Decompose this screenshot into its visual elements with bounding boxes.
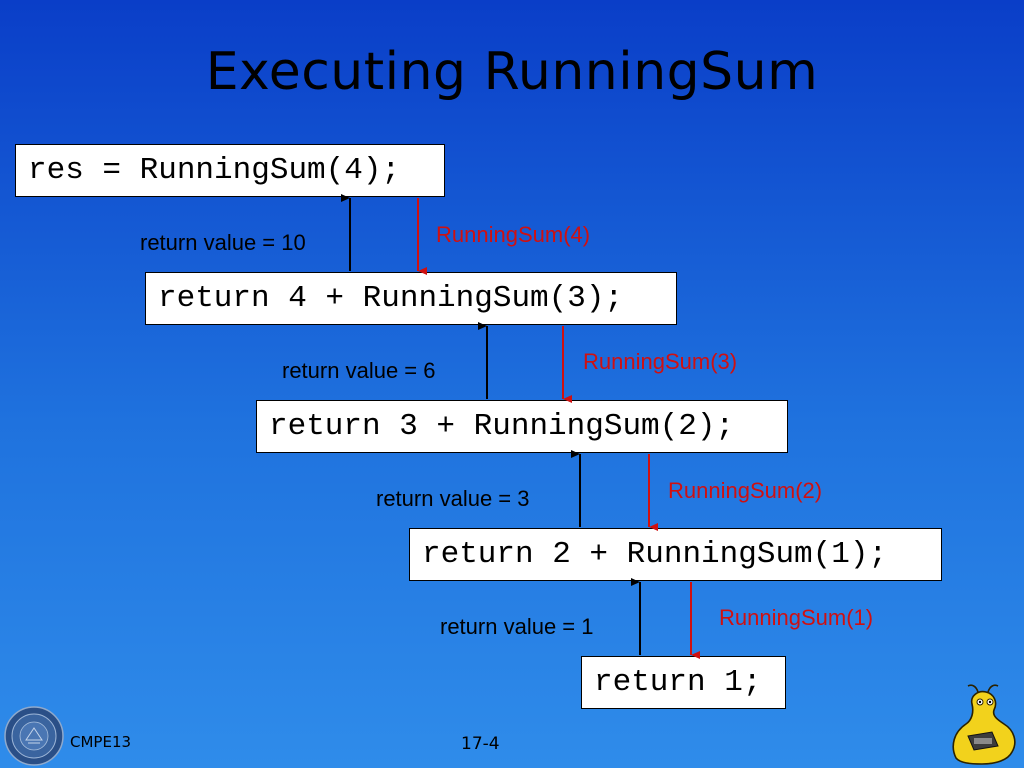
code-line: return 3 + RunningSum(2); <box>269 409 735 444</box>
code-box-level-3: return 3 + RunningSum(2); <box>256 400 788 453</box>
page-number: 17-4 <box>461 734 500 754</box>
code-box-level-1: return 1; <box>581 656 786 709</box>
code-line: res = RunningSum(4); <box>28 153 401 188</box>
return-label: return value = 10 <box>140 230 306 255</box>
call-label: RunningSum(1) <box>719 605 874 630</box>
slide-title: Executing RunningSum <box>205 42 819 102</box>
code-line: return 4 + RunningSum(3); <box>158 281 624 316</box>
return-label: return value = 6 <box>282 358 436 383</box>
return-label: return value = 1 <box>440 614 594 639</box>
code-line: return 1; <box>594 665 762 700</box>
banana-slug-mascot-icon <box>952 684 1016 765</box>
code-box-call: res = RunningSum(4); <box>15 144 445 197</box>
code-box-level-2: return 2 + RunningSum(1); <box>409 528 942 581</box>
return-label: return value = 3 <box>376 486 530 511</box>
course-label: CMPE13 <box>70 733 132 751</box>
university-seal-icon <box>4 706 64 766</box>
code-box-level-4: return 4 + RunningSum(3); <box>145 272 677 325</box>
code-line: return 2 + RunningSum(1); <box>422 537 888 572</box>
call-label: RunningSum(3) <box>583 349 738 374</box>
call-label: RunningSum(2) <box>668 478 823 503</box>
call-label: RunningSum(4) <box>436 222 591 247</box>
